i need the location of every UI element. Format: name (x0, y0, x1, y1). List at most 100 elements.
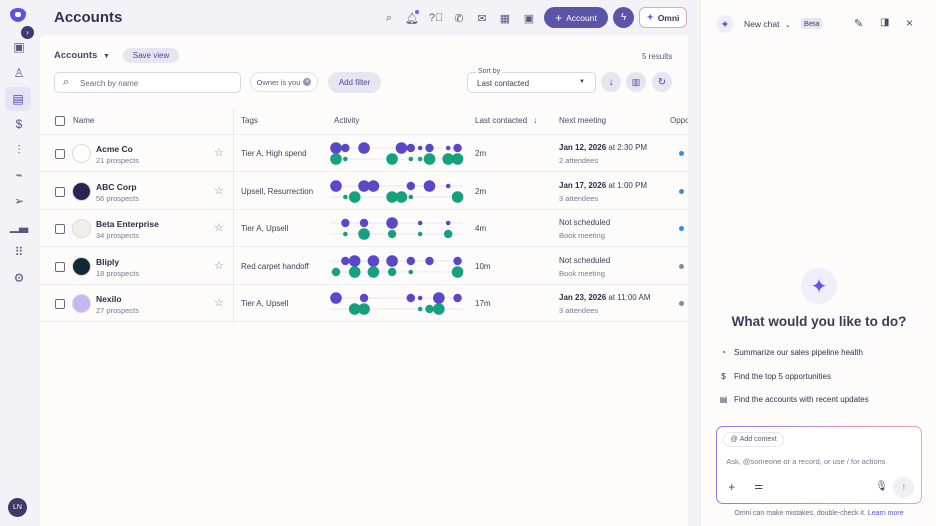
column-header-last-contacted[interactable]: Last contacted ↓ (475, 116, 538, 125)
search-icon[interactable]: ⌕ (385, 11, 393, 24)
add-context-button[interactable]: @Add context (723, 432, 785, 448)
refresh-button[interactable]: ↻ (652, 72, 672, 92)
search-input[interactable]: ⌕Search by name (54, 72, 241, 93)
account-name[interactable]: Bliply (96, 256, 120, 267)
row-checkbox[interactable] (55, 261, 65, 272)
omni-button[interactable]: ✦Omni (639, 7, 687, 28)
app-logo[interactable] (10, 8, 26, 22)
suggestion-item[interactable]: ▤Find the accounts with recent updates (719, 395, 869, 404)
avatar[interactable]: LN (8, 498, 27, 517)
waveform-icon[interactable]: ⫶ (17, 142, 21, 157)
row-checkbox[interactable] (55, 186, 65, 197)
caret-down-icon: ▼ (579, 79, 585, 85)
report-icon[interactable]: ▣ (523, 12, 535, 25)
account-name[interactable]: Beta Enterprise (96, 219, 159, 229)
settings-sliders-icon[interactable]: ⚌ (754, 481, 764, 493)
green-activity-dot (367, 265, 380, 278)
green-activity-dot (348, 303, 361, 315)
send-icon[interactable]: ➢ (13, 194, 25, 208)
clear-filter-icon[interactable]: × (303, 78, 312, 86)
row-checkbox[interactable] (55, 299, 65, 309)
sparkle-icon: ✦ (646, 12, 654, 22)
suggestion-item[interactable]: ◔Summarize our sales pipeline health (719, 348, 863, 357)
account-name[interactable]: ABC Corp (96, 181, 137, 192)
dollar-icon[interactable]: $ (15, 117, 23, 131)
account-name[interactable]: Acme Co (96, 144, 133, 154)
green-activity-dot (451, 190, 464, 203)
close-icon[interactable]: × (906, 16, 914, 30)
table-row[interactable]: Nexilo 27 prospects ☆ Tier A, Upsell 17m… (40, 285, 688, 322)
table-row[interactable]: ABC Corp 56 prospects ☆ Upsell, Resurrec… (40, 173, 688, 210)
gear-icon[interactable]: ⚙ (13, 271, 25, 285)
star-icon[interactable]: ☆ (214, 259, 224, 272)
green-activity-dot (408, 269, 414, 274)
send-button[interactable]: ↑ (893, 477, 915, 499)
green-activity-dot (348, 190, 361, 203)
star-icon[interactable]: ☆ (214, 222, 224, 234)
mail-icon[interactable]: ✉ (477, 12, 487, 25)
chat-composer[interactable]: @Add context Ask, @someone or a record, … (716, 426, 922, 504)
column-header-name[interactable]: Name (73, 116, 95, 125)
purple-activity-dot (423, 179, 436, 192)
purple-activity-dot (445, 145, 451, 151)
sort-direction-button[interactable]: ↓ (601, 72, 621, 92)
green-activity-dot (387, 229, 397, 239)
table-row[interactable]: Beta Enterprise 34 prospects ☆ Tier A, U… (40, 210, 688, 247)
purple-activity-dot (406, 293, 415, 303)
column-header-opportunity[interactable]: Oppo (670, 116, 688, 125)
table-row[interactable]: Acme Co 21 prospects ☆ Tier A, High spen… (40, 135, 688, 172)
arrow-up-icon: ↑ (901, 482, 907, 494)
meeting-sub[interactable]: Book meeting (559, 231, 605, 240)
learn-more-link[interactable]: Learn more (867, 510, 904, 517)
table-row[interactable]: Bliply 18 prospects ☆ Red carpet handoff… (40, 248, 688, 285)
microphone-icon[interactable]: 🎙︎ (875, 481, 888, 493)
column-header-tags[interactable]: Tags (241, 116, 258, 125)
plus-icon[interactable]: + (728, 480, 736, 495)
omni-hero-icon: ✦ (801, 268, 837, 304)
phone-icon[interactable]: ✆ (454, 12, 464, 25)
expand-sidebar-button[interactable]: › (21, 26, 34, 39)
opportunity-status-dot (679, 151, 684, 156)
select-all-checkbox[interactable] (55, 116, 65, 126)
person-icon[interactable]: ♙ (13, 66, 25, 80)
owner-filter-chip[interactable]: Owner is you× (250, 72, 318, 92)
star-icon[interactable]: ☆ (214, 184, 224, 197)
next-meeting: Not scheduled (559, 255, 611, 265)
column-header-next-meeting[interactable]: Next meeting (559, 116, 607, 125)
add-account-button[interactable]: +Account (544, 7, 608, 28)
dock-panel-icon[interactable]: ◨ (880, 17, 890, 28)
purple-activity-dot (453, 293, 462, 303)
column-header-activity[interactable]: Activity (334, 116, 360, 125)
grid-icon[interactable]: ⠿ (14, 245, 24, 259)
row-checkbox[interactable] (55, 149, 65, 159)
bell-icon[interactable]: 🔔︎ (404, 10, 420, 26)
add-filter-button[interactable]: Add filter (328, 72, 381, 93)
activity-monitor-icon[interactable]: ⌁ (15, 168, 23, 182)
bar-chart-icon[interactable]: ▁▃ (9, 219, 29, 233)
row-checkbox[interactable] (55, 224, 65, 234)
chat-input[interactable]: Ask, @someone or a record, or use / for … (726, 457, 886, 467)
briefcase-icon[interactable]: ▤ (5, 87, 31, 111)
save-view-button[interactable]: Save view (123, 48, 179, 63)
purple-activity-dot (453, 143, 462, 153)
star-icon[interactable]: ☆ (214, 297, 224, 309)
green-activity-dot (386, 190, 398, 203)
help-icon[interactable]: ?⃝ (428, 12, 444, 24)
suggestion-item[interactable]: $Find the top 5 opportunities (719, 372, 831, 381)
company-logo (72, 294, 91, 313)
view-selector[interactable]: Accounts ▼ (54, 50, 110, 61)
company-logo (72, 256, 91, 276)
sort-select[interactable]: Sort by Last contacted ▼ (467, 68, 596, 93)
green-activity-dot (348, 265, 361, 278)
star-icon[interactable]: ☆ (214, 147, 224, 159)
calendar-icon[interactable]: ▦ (499, 12, 511, 25)
purple-activity-dot (330, 292, 342, 304)
chat-selector[interactable]: New chat ⌄ (744, 19, 791, 29)
lightning-button[interactable]: ϟ (613, 7, 634, 28)
columns-button[interactable]: ▥ (626, 72, 646, 92)
prospect-count: 21 prospects (96, 156, 139, 165)
layout-icon[interactable]: ▣ (13, 40, 25, 54)
new-chat-icon[interactable]: ✎ (854, 18, 864, 30)
meeting-sub[interactable]: Book meeting (559, 268, 605, 278)
account-name[interactable]: Nexilo (96, 294, 122, 304)
